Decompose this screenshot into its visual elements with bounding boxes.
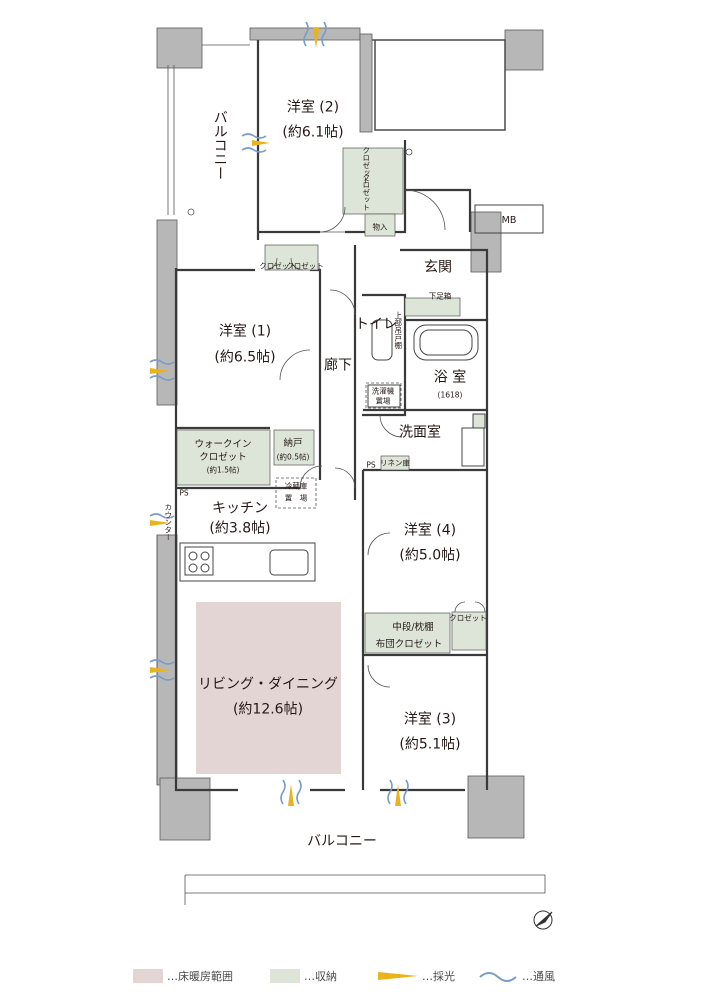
toilet-label: トイレ [355,316,397,333]
closet-w1a-label: クロゼット [259,261,297,271]
closet-w4-label: クロゼット [449,613,487,623]
light-markers [150,28,401,806]
kitchen-counter [179,542,316,582]
mb-label: MB [501,215,517,227]
wic-label-1: ウォークイン [194,439,252,451]
kitchen-size: (約3.8帖) [209,520,271,537]
closet-w2b-label: クロゼット [361,173,371,211]
pipe-markers [187,148,413,216]
wind-icon [479,972,517,982]
legend-light: …採光 [378,966,455,986]
storage-swatch [270,969,300,983]
balcony-rails [156,44,546,905]
linen-label: リネン庫 [380,458,410,468]
counter-label: カウンター [163,503,173,541]
futon-mid-label: 中段/枕棚 [392,622,434,634]
storage-label: 物入 [372,222,388,232]
floor-heating-area [196,602,341,774]
room-western-1-size: (約6.5帖) [214,349,276,366]
bath-size: (1618) [437,390,463,400]
legend-label: …採光 [422,970,455,983]
living-name: リビング・ダイニング [198,676,338,693]
fridge-label-1: 冷蔵庫 [284,481,308,491]
floor-heating-swatch [133,969,163,983]
mb-box [474,204,544,234]
ps-label-2: PS [366,460,376,470]
bath-name: 浴 室 [433,369,467,386]
wic-size: (約1.5帖) [206,465,240,475]
toilet-cabinet-label: 上部吊戸棚 [393,311,403,349]
closet-w2a-label: クロゼット [361,146,371,184]
legend-floor-heating: …床暖房範囲 [133,966,233,986]
futon-closet-label: 布団クロゼット [375,639,443,651]
washer-label-2: 置場 [375,396,391,406]
washer-label-1: 洗濯機 [371,386,395,396]
room-western-3-size: (約5.1帖) [399,736,461,753]
door-swings [264,189,486,688]
nando-size: (約0.5帖) [276,452,310,462]
room-western-4-name: 洋室 (4) [403,522,457,539]
shoe-box-label: 下足箱 [428,291,452,301]
entrance-label: 玄関 [424,259,452,276]
legend-label: …床暖房範囲 [167,970,233,983]
wic-label-2: クロゼット [199,452,247,464]
light-icon [378,972,418,980]
room-western-1-name: 洋室 (1) [218,323,272,340]
fridge-label-2: 置 場 [284,493,308,503]
room-western-2-size: (約6.1帖) [282,124,344,141]
closet-w1b-label: クロゼット [286,261,324,271]
legend-label: …収納 [304,970,337,983]
storage-areas [176,147,487,654]
room-western-3-name: 洋室 (3) [403,711,457,728]
washer-space [365,382,402,409]
ps-label-1: PS [179,488,189,498]
fridge-space [275,477,317,509]
structural-walls [156,27,544,841]
balcony-top-label: バルコニー [211,110,228,180]
kitchen-name: キッチン [212,500,268,517]
washroom-label: 洗面室 [399,424,441,441]
room-western-4-size: (約5.0帖) [399,547,461,564]
living-size: (約12.6帖) [232,701,304,718]
nando-name: 納戸 [283,438,303,450]
legend-storage: …収納 [270,966,337,986]
legend-wind: …通風 [478,966,555,986]
bathroom-fixtures [367,319,486,467]
wind-markers [149,21,409,805]
balcony-bottom-label: バルコニー [307,833,377,850]
corridor-label: 廊下 [324,357,352,374]
north-compass-icon [533,910,553,930]
legend-label: …通風 [522,970,555,983]
room-western-2-name: 洋室 (2) [286,99,340,116]
